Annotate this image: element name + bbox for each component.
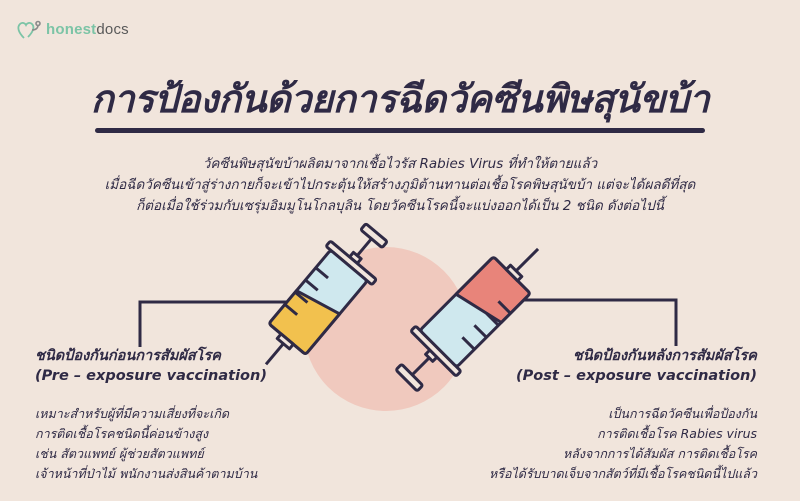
intro-paragraph: วัคซีนพิษสุนัขบ้าผลิตมาจากเชื้อไวรัส Rab…	[60, 154, 740, 217]
brand-logo[interactable]: honestdocs	[16, 18, 129, 40]
post-exposure-description: เป็นการฉีดวัคซีนเพื่อป้องกัน การติดเชื้อ…	[489, 406, 757, 481]
intro-line: วัคซีนพิษสุนัขบ้าผลิตมาจากเชื้อไวรัส Rab…	[202, 156, 598, 172]
post-exposure-syringe	[395, 247, 540, 392]
pre-exposure-syringe	[264, 222, 388, 366]
intro-line: เมื่อฉีดวัคซีนเข้าสู่ร่างกายก็จะเข้าไปกร…	[104, 177, 696, 193]
pre-exposure-heading: ชนิดป้องกันก่อนการสัมผัสโรค (Pre – expos…	[35, 348, 267, 384]
post-connector-line	[488, 298, 678, 346]
intro-line: ก็ต่อเมื่อใช้ร่วมกับเซรุ่มอิมมูโนโกลบุลิ…	[136, 198, 664, 214]
pre-exposure-description: เหมาะสำหรับผู้ที่มีความเสี่ยงที่จะเกิด ก…	[35, 406, 258, 481]
page-title: การป้องกันด้วยการฉีดวัคซีนพิษสุนัขบ้า	[90, 77, 710, 121]
heart-stethoscope-icon	[17, 20, 41, 39]
pre-connector-line	[138, 300, 298, 347]
brand-name: honestdocs	[46, 20, 129, 38]
title-underline	[95, 128, 705, 133]
post-exposure-section: ชนิดป้องกันหลังการสัมผัสโรค (Post – expo…	[489, 346, 757, 484]
post-exposure-heading: ชนิดป้องกันหลังการสัมผัสโรค (Post – expo…	[516, 348, 757, 384]
pre-exposure-section: ชนิดป้องกันก่อนการสัมผัสโรค (Pre – expos…	[35, 346, 267, 484]
